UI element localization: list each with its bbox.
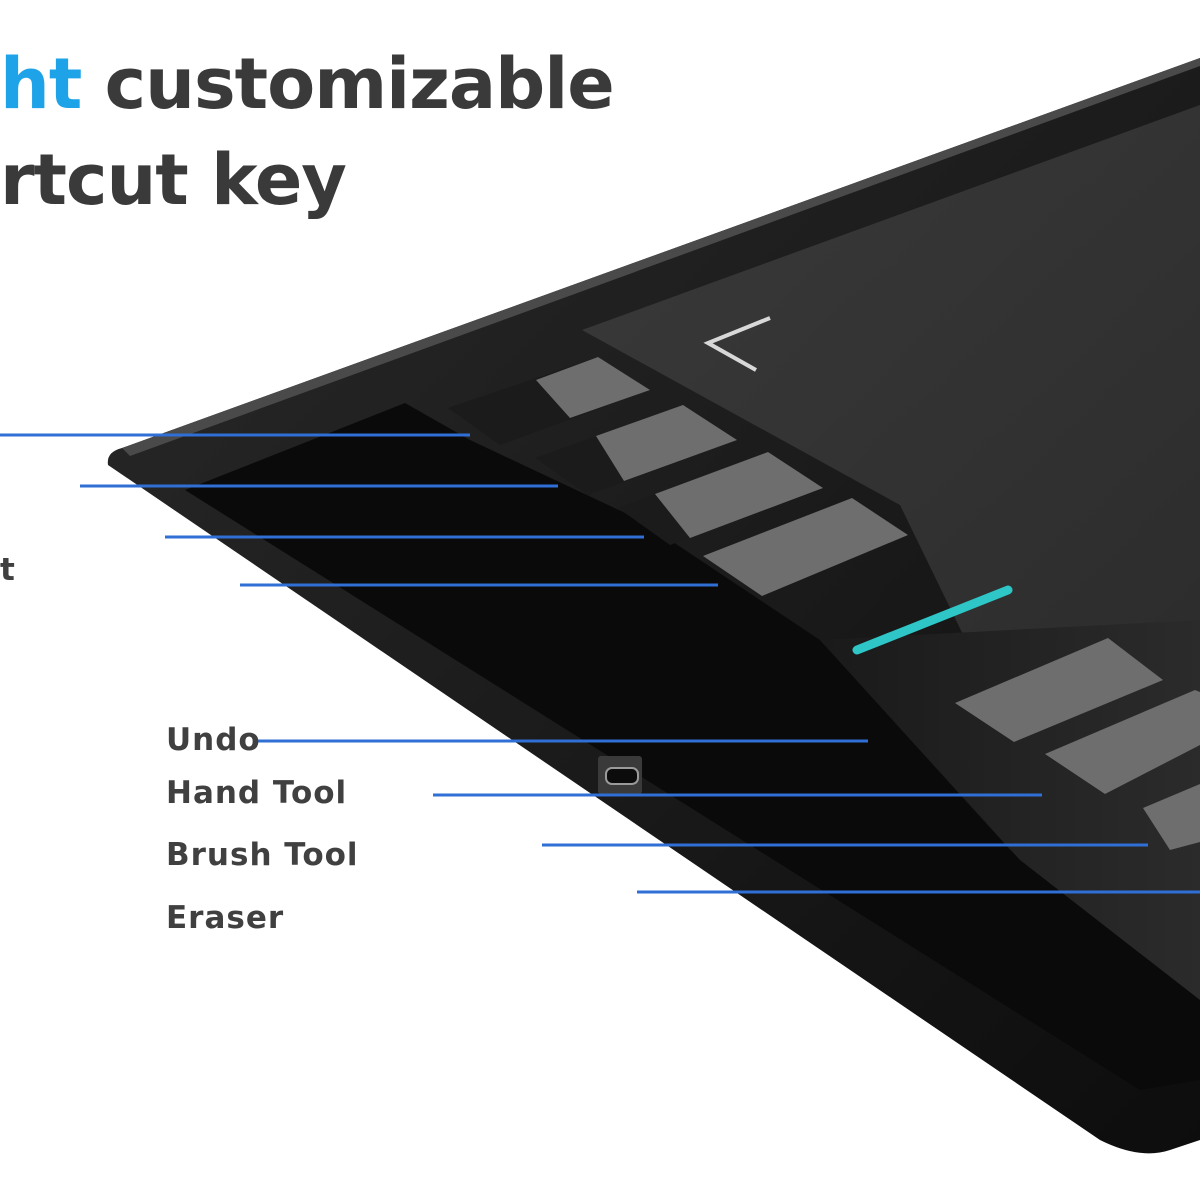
cropped-label-fragment: t — [0, 552, 15, 588]
callout-label-hand-tool: Hand Tool — [166, 775, 348, 811]
headline-line-2: rtcut key — [0, 139, 347, 221]
tablet-rim — [122, 58, 1200, 456]
back-arrow-icon — [703, 316, 771, 372]
callout-lines — [0, 433, 1200, 894]
tablet-slope-face — [820, 620, 1200, 1000]
callout-label-eraser: Eraser — [166, 900, 285, 936]
shortcut-key-face — [655, 452, 823, 538]
indicator-light — [852, 585, 1013, 655]
shortcut-key[interactable] — [1143, 784, 1200, 850]
headline-accent-text: ht — [0, 43, 82, 125]
headline-line-1: ht customizable — [0, 43, 615, 125]
usb-port-icon — [598, 756, 642, 794]
tablet-front-face — [185, 403, 1200, 1090]
callout-label-undo: Undo — [166, 722, 261, 758]
shortcut-key[interactable] — [1045, 690, 1200, 794]
shortcut-key-face — [536, 357, 650, 418]
shortcut-keys-lower — [955, 638, 1200, 850]
shortcut-key-face — [596, 405, 737, 481]
shortcut-key[interactable] — [703, 498, 908, 596]
shortcut-keys-upper — [448, 357, 908, 596]
shortcut-key[interactable] — [955, 638, 1163, 742]
callout-label-brush-tool: Brush Tool — [166, 837, 359, 873]
tablet-surface — [582, 105, 1200, 690]
headline-line-1-text: customizable — [81, 43, 615, 125]
